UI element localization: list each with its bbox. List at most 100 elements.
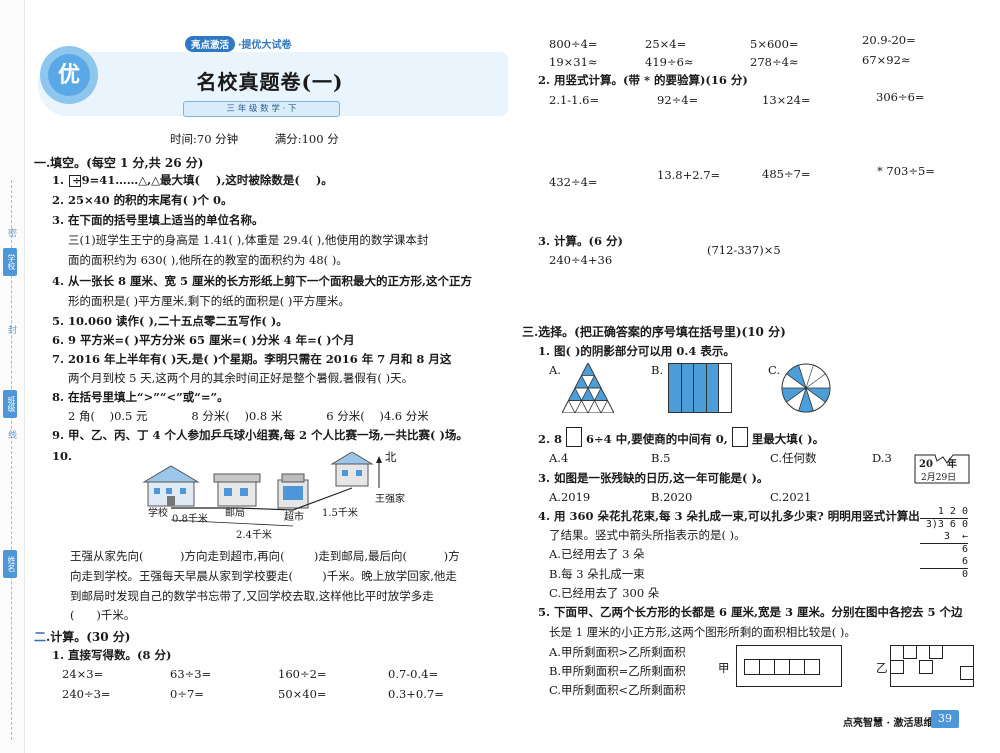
calc-2-r2c4: * 703÷5= (877, 164, 935, 178)
binding-strip: 密 学校 封 班级 线 姓名 (0, 0, 25, 753)
cut-square (759, 659, 775, 675)
choice-1-b: B. (651, 363, 664, 377)
home-icon (330, 452, 374, 487)
question-3-line-a: 三(1)班学生王宁的身高是 1.41( ),体重是 29.4( ),他使用的数学… (68, 233, 429, 247)
question-2: 2. 25×40 的积的末尾有( )个 0。 (52, 193, 233, 207)
figure-yi-label: 乙 (876, 661, 888, 675)
calc-1-r1c3: 160÷2= (278, 667, 327, 681)
calc-2-r2c3: 485÷7= (762, 167, 811, 181)
rectangle-figure (668, 363, 732, 413)
calc-1-r2c1: 240÷3= (62, 687, 111, 701)
cut-square (789, 659, 805, 675)
choice-5-a: A.甲所剩面积>乙所剩面积 (549, 645, 686, 659)
calc-1-r3c3: 5×600= (750, 37, 799, 51)
binding-tag-name: 姓名 (3, 550, 17, 578)
binding-label-feng: 封 (6, 325, 16, 334)
question-7-line-a: 7. 2016 年上半年有( )天,是( )个星期。李明只需在 2016 年 7… (52, 352, 452, 366)
question-3-line-b: 面的面积约为 630( ),他所在的教室的面积约为 48( )。 (68, 253, 348, 267)
cut-square (929, 645, 943, 659)
distance-line (170, 519, 294, 527)
question-8: 8. 在括号里填上“>”“<”或“=”。 (52, 390, 229, 404)
choice-3-a: A.2019 (549, 490, 591, 504)
choice-4-line-a: 4. 用 360 朵花扎花束,每 3 朵扎成一束,可以扎多少束? 明明用竖式计算… (538, 509, 920, 523)
division-line: 3)3 6 0 (920, 518, 968, 531)
page-number: 39 (931, 710, 959, 728)
page-title: 名校真题卷(一) (196, 70, 344, 94)
school-building-icon (142, 465, 200, 507)
map-distance-3: 1.5千米 (322, 508, 358, 519)
calc-1: 1. 直接写得数。(8 分) (52, 648, 172, 662)
binding-tag-class: 班级 (3, 390, 17, 418)
binding-label-xian: 线 (6, 430, 16, 439)
section-calc-title: .计算。(30 分) (46, 630, 131, 644)
figure-jia-label: 甲 (718, 661, 730, 675)
triangle-figure (562, 363, 614, 413)
question-4-line-b: 形的面积是( )平方厘米,剩下的纸的面积是( )平方厘米。 (68, 294, 350, 308)
cut-square (919, 660, 933, 674)
calendar-date: 2月29日 (921, 473, 957, 483)
calc-1-r3c1: 800÷4= (549, 37, 598, 51)
calc-1-r1c2: 63÷3= (170, 667, 212, 681)
footer-slogan: 点亮智慧 · 激活思维 (843, 718, 934, 729)
map-home-label: 王强家 (375, 494, 405, 505)
cut-square (804, 659, 820, 675)
calc-2-r1c3: 13×24= (762, 93, 811, 107)
binding-label-mi: 密 (6, 228, 16, 237)
choice-2-c: C.任何数 (770, 451, 817, 465)
choice-5-line-a: 5. 下面甲、乙两个长方形的长都是 6 厘米,宽是 3 厘米。分别在图中各挖去 … (538, 605, 963, 619)
cut-square (960, 666, 974, 680)
division-line: 3 ← (943, 531, 968, 542)
choice-5-line-b: 长是 1 厘米的小正方形,这两个图形所剩的面积相比较是( )。 (549, 625, 856, 639)
map-distance-2: 2.4千米 (236, 530, 272, 541)
calc-1-r3c4: 20.9-20= (862, 33, 916, 47)
binding-dashed-line (11, 180, 13, 740)
calc-1-r1c1: 24×3= (62, 667, 104, 681)
calc-2: 2. 用竖式计算。(带 * 的要验算)(16 分) (538, 73, 748, 87)
north-arrow-icon (376, 456, 382, 488)
question-10-line-a: 王强从家先向( )方向走到超市,再向( )走到邮局,最后向( )方 (70, 549, 460, 563)
series-pill: 亮点激活 (185, 36, 236, 52)
question-5: 5. 10.060 读作( ),二十五点零二五写作( )。 (52, 314, 288, 328)
section-choice: 三.选择。(把正确答案的序号填在括号里)(10 分) (522, 325, 786, 339)
calc-1-r2c2: 0÷7= (170, 687, 204, 701)
choice-3-b: B.2020 (651, 490, 693, 504)
question-7-line-b: 两个月到校 5 天,这两个月的其余时间正好是整个暑假,暑假有( )天。 (68, 371, 414, 385)
question-3: 3. 在下面的括号里填上适当的单位名称。 (52, 213, 264, 227)
choice-2: 2. 8 6÷4 中,要使商的中间有 0, 里最大填( )。 (538, 427, 824, 447)
post-office-icon (213, 473, 261, 507)
map-post-label: 邮局 (225, 508, 245, 519)
calc-1-r3c2: 25×4= (645, 37, 687, 51)
binding-tag-school: 学校 (3, 248, 17, 276)
calendar-frame-icon (914, 454, 970, 484)
division-line: 6 (920, 543, 968, 556)
cut-square (890, 660, 904, 674)
choice-2-d: D.3 (872, 451, 892, 465)
route-line (171, 487, 353, 511)
cut-square (774, 659, 790, 675)
cut-square (744, 659, 760, 675)
rect-strip (681, 364, 695, 412)
excellence-badge: 优 (40, 46, 98, 104)
question-10-line-d: ( )千米。 (70, 608, 136, 622)
question-4-line-a: 4. 从一张长 8 厘米、宽 5 厘米的长方形纸上剪下一个面积最大的正方形,这个… (52, 274, 473, 288)
calc-2-r1c1: 2.1-1.6= (549, 93, 600, 107)
calc-1-r4c2: 419÷6≈ (645, 55, 694, 69)
map-market-label: 超市 (284, 512, 304, 523)
series-name: ·提优大试卷 (238, 40, 292, 51)
map-school-label: 学校 (148, 508, 168, 519)
blank-box (566, 427, 583, 447)
calc-2-r1c4: 306÷6= (876, 90, 925, 104)
calc-1-r2c3: 50×40= (278, 687, 327, 701)
question-10-line-b: 向走到学校。王强每天早晨从家到学校要走( )千米。晚上放学回家,他走 (70, 569, 457, 583)
choice-4-c: C.已经用去了 300 朵 (549, 586, 660, 600)
choice-2-part-b: 6÷4 中,要使商的中间有 0, (586, 432, 728, 446)
map-north-label: 北 (385, 450, 397, 464)
supermarket-icon (277, 473, 309, 509)
division-line: 1 2 0 (937, 506, 968, 517)
calc-1-r4c3: 278÷4≈ (750, 55, 799, 69)
figure-jia (736, 645, 842, 687)
question-10: 10. (52, 449, 73, 463)
choice-3-c: C.2021 (770, 490, 812, 504)
rect-strip (669, 364, 682, 412)
